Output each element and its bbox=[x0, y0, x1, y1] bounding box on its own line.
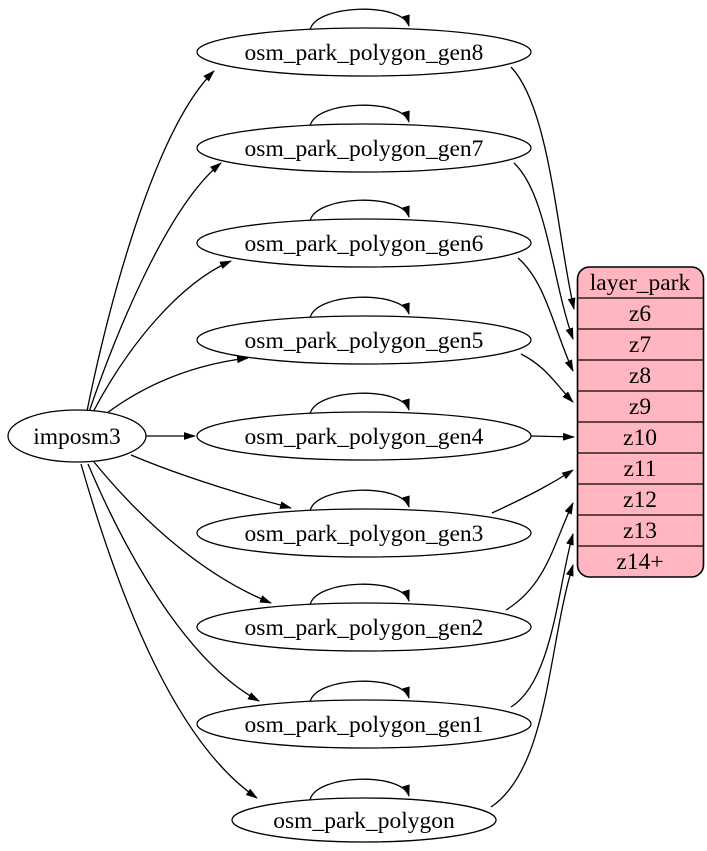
edge-gen6-to-z8 bbox=[517, 257, 574, 372]
node-osm-park-polygon-gen7: osm_park_polygon_gen7 bbox=[196, 123, 532, 173]
polygon-label: osm_park_polygon bbox=[273, 808, 455, 834]
imposm3-ellipse bbox=[7, 409, 147, 463]
edge-imposm3-to-gen8 bbox=[86, 70, 215, 412]
edge-gen2-to-z12 bbox=[505, 502, 574, 611]
self-loop-gen1 bbox=[309, 680, 410, 703]
layer-row-z6: z6 bbox=[629, 301, 651, 327]
self-loop-gen8 bbox=[309, 8, 410, 31]
self-loop-polygon bbox=[309, 778, 410, 801]
gen7-label: osm_park_polygon_gen7 bbox=[245, 136, 484, 162]
layer-row-z7: z7 bbox=[629, 332, 651, 358]
gen5-ellipse bbox=[196, 315, 532, 365]
edge-gen7-to-z7 bbox=[513, 162, 574, 340]
gen8-label: osm_park_polygon_gen8 bbox=[245, 40, 484, 66]
gen3-label: osm_park_polygon_gen3 bbox=[245, 521, 484, 547]
imposm3-label: imposm3 bbox=[33, 424, 120, 450]
edge-gen8-to-z6 bbox=[510, 66, 576, 310]
node-osm-park-polygon-gen5: osm_park_polygon_gen5 bbox=[196, 315, 532, 365]
self-loop-gen6 bbox=[309, 199, 410, 222]
layer-row-z8: z8 bbox=[629, 363, 651, 389]
edge-imposm3-to-gen7 bbox=[88, 162, 222, 413]
edge-imposm3-to-gen6 bbox=[91, 260, 232, 415]
gen2-label: osm_park_polygon_gen2 bbox=[245, 615, 484, 641]
edge-imposm3-to-polygon bbox=[80, 463, 258, 799]
layer-row-z10: z10 bbox=[623, 425, 657, 451]
self-loop-gen5 bbox=[309, 296, 410, 319]
node-imposm3: imposm3 bbox=[7, 409, 147, 463]
edge-gen1-to-z13 bbox=[510, 533, 574, 708]
node-osm-park-polygon-gen4: osm_park_polygon_gen4 bbox=[196, 411, 532, 461]
gen1-ellipse bbox=[196, 699, 532, 749]
layer-row-z12: z12 bbox=[623, 487, 657, 513]
self-loop-gen7 bbox=[309, 104, 410, 127]
gen2-ellipse bbox=[196, 602, 532, 652]
layer-row-z14: z14+ bbox=[616, 549, 663, 575]
layer-row-z9: z9 bbox=[629, 394, 651, 420]
node-osm-park-polygon-gen2: osm_park_polygon_gen2 bbox=[196, 602, 532, 652]
gen6-label: osm_park_polygon_gen6 bbox=[245, 231, 484, 257]
polygon-ellipse bbox=[231, 797, 497, 843]
edge-gen3-to-z11 bbox=[491, 469, 574, 514]
gen6-ellipse bbox=[196, 218, 532, 268]
edge-imposm3-to-gen3 bbox=[130, 454, 292, 509]
self-loop-gen2 bbox=[309, 583, 410, 606]
gen5-label: osm_park_polygon_gen5 bbox=[245, 328, 484, 354]
layer-row-z11: z11 bbox=[623, 456, 656, 482]
edge-imposm3-to-gen1 bbox=[87, 463, 260, 702]
gen1-label: osm_park_polygon_gen1 bbox=[245, 712, 484, 738]
layer-park-title: layer_park bbox=[590, 270, 691, 296]
edges-layer bbox=[80, 8, 576, 808]
edge-imposm3-to-gen2 bbox=[93, 461, 272, 604]
self-loop-gen4 bbox=[309, 392, 410, 415]
node-layer-park: layer_park z6 z7 z8 z9 z10 z11 z12 z13 z… bbox=[576, 266, 705, 578]
edge-imposm3-to-gen5 bbox=[98, 355, 249, 420]
node-osm-park-polygon-gen3: osm_park_polygon_gen3 bbox=[196, 508, 532, 558]
layer-row-z13: z13 bbox=[623, 518, 657, 544]
gen7-ellipse bbox=[196, 123, 532, 173]
node-osm-park-polygon: osm_park_polygon bbox=[231, 797, 497, 843]
node-osm-park-polygon-gen8: osm_park_polygon_gen8 bbox=[196, 27, 532, 77]
gen4-label: osm_park_polygon_gen4 bbox=[245, 424, 484, 450]
gen8-ellipse bbox=[196, 27, 532, 77]
gen3-ellipse bbox=[196, 508, 532, 558]
edge-gen4-to-z10 bbox=[530, 432, 575, 441]
self-loop-gen3 bbox=[309, 489, 410, 512]
node-osm-park-polygon-gen6: osm_park_polygon_gen6 bbox=[196, 218, 532, 268]
edge-polygon-to-z14 bbox=[490, 564, 574, 808]
gen4-ellipse bbox=[196, 411, 532, 461]
node-osm-park-polygon-gen1: osm_park_polygon_gen1 bbox=[196, 699, 532, 749]
edge-gen5-to-z9 bbox=[520, 353, 574, 403]
